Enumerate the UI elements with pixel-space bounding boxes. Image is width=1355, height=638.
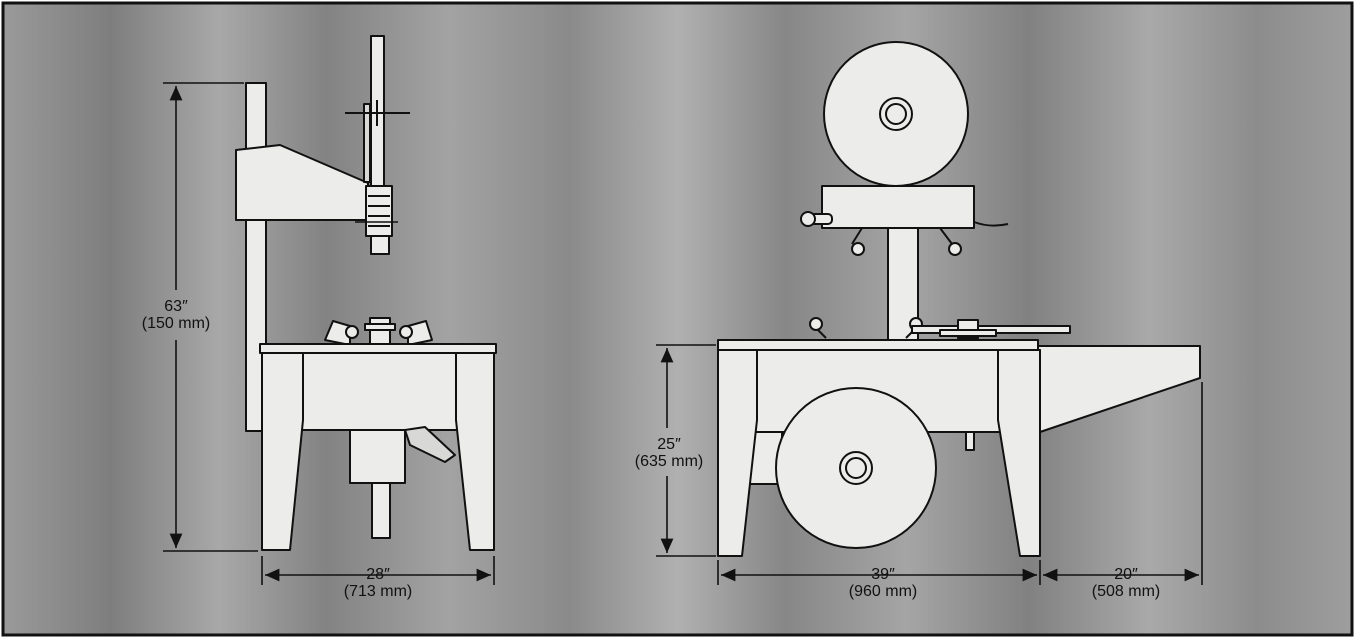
side-view — [235, 35, 497, 551]
front-view — [717, 41, 1201, 557]
dimension-front-height-mm: (635 mm) — [634, 453, 704, 470]
dimension-side-width: 28″ (713 mm) — [326, 566, 430, 600]
dimension-front-width-mm: (960 mm) — [848, 583, 918, 600]
side-tape-head — [365, 185, 393, 237]
side-leg-left — [261, 352, 304, 551]
side-table-top — [259, 343, 497, 354]
dimension-front-width: 39″ (960 mm) — [831, 566, 935, 600]
front-leg-left — [717, 349, 758, 557]
front-head-box — [821, 185, 975, 229]
dimension-front-extension-mm: (508 mm) — [1091, 583, 1161, 600]
side-lower-head — [349, 429, 406, 484]
dimension-front-width-inches: 39″ — [871, 566, 895, 583]
side-lower-post — [371, 482, 391, 539]
side-center-block — [369, 317, 391, 347]
dimension-front-height: 25″ (635 mm) — [624, 436, 714, 470]
dimension-front-extension-inches: 20″ — [1114, 566, 1138, 583]
dimension-side-height-inches: 63″ — [164, 298, 188, 315]
side-leg-right — [455, 352, 495, 551]
dimension-side-height: 63″ (150 mm) — [136, 298, 216, 332]
dimension-side-width-mm: (713 mm) — [343, 583, 413, 600]
side-tape-head-base — [370, 235, 390, 255]
dimension-front-height-inches: 25″ — [657, 436, 681, 453]
front-table-top — [717, 339, 1039, 351]
dimension-front-extension: 20″ (508 mm) — [1074, 566, 1178, 600]
front-leg-right — [997, 349, 1041, 557]
dimension-side-height-mm: (150 mm) — [141, 315, 211, 332]
dimension-side-width-inches: 28″ — [366, 566, 390, 583]
